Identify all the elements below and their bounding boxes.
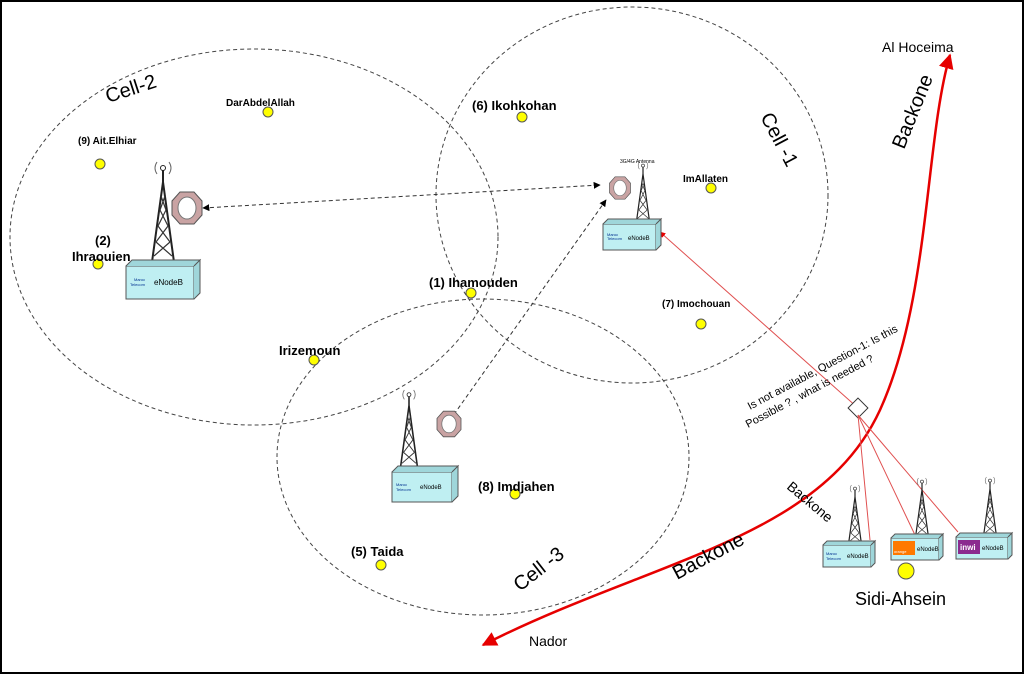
link-cell2-cell1 (202, 181, 601, 212)
sidi-maroc-logo-telecom: Telecom (826, 556, 842, 561)
label-ihraouien: Ihraouien (72, 249, 131, 264)
label-taida: (5) Taida (351, 544, 404, 559)
cell3-enodeb-label: eNodeB (420, 485, 442, 491)
dot-ihraouien (92, 258, 104, 270)
dot-imochouan (695, 318, 707, 330)
village-dots (92, 106, 915, 580)
cell1-base-station: Maroc Telecom eNodeB 3G/4G Antenna (602, 159, 663, 251)
orange-logo (893, 541, 915, 555)
cell1-dish-icon (609, 176, 631, 200)
cell-1-boundary (435, 6, 829, 384)
dot-darabdelallah (262, 106, 274, 118)
label-ihamouden: (1) Ihamouden (429, 275, 518, 290)
label-imdjahen: (8) Imdjahen (478, 479, 555, 494)
cell2-enodeb-label: eNodeB (154, 278, 183, 287)
cell2-logo-maroc: Maroc (134, 277, 145, 282)
backbone-label-small: Backone (784, 478, 836, 525)
place-nador: Nador (529, 633, 567, 649)
sidi-inwi-enodeb: eNodeB (982, 546, 1004, 552)
cell1-logo-maroc: Maroc (607, 232, 618, 237)
inwi-logo (958, 540, 980, 554)
sidi-orange-enodeb: eNodeB (917, 547, 939, 553)
dot-ihamouden (465, 287, 477, 299)
cell1-enodeb-label: eNodeB (628, 236, 650, 242)
cell3-logo-telecom: Telecom (396, 487, 412, 492)
backbone-line (481, 53, 954, 647)
cell3-dish-icon (436, 410, 462, 438)
dot-irizemoun (308, 354, 320, 366)
label-aitelhiar: (9) Ait.Elhiar (78, 136, 137, 147)
cell1-logo-telecom: Telecom (607, 236, 623, 241)
cell3-base-station: Maroc Telecom eNodeB (391, 389, 462, 503)
label-ikohkohan: (6) Ikohkohan (472, 98, 557, 113)
cell-1-label: Cell -1 (756, 109, 803, 170)
cell3-logo-maroc: Maroc (396, 482, 407, 487)
sidi-inwi-station: inwi eNodeB (955, 476, 1014, 560)
inwi-logo-text: inwi (960, 543, 976, 552)
sidi-maroc-enodeb: eNodeB (847, 554, 869, 560)
dot-ikohkohan (516, 111, 528, 123)
label-imochouan: (7) Imochouan (662, 299, 730, 310)
dot-aitelhiar (94, 158, 106, 170)
backbone-label-top: Backone (888, 71, 938, 151)
dot-taida (375, 559, 387, 571)
dot-imallaten (705, 182, 717, 194)
label-darabdelallah: DarAbdelAllah (226, 98, 295, 109)
cell1-antenna-label: 3G/4G Antenna (620, 159, 655, 165)
question-line1: Is not available, Question-1: Is this (746, 323, 901, 413)
dot-sidiahsein (897, 562, 915, 580)
cell2-base-station: Maroc Telecom eNodeB (125, 161, 203, 300)
cell2-dish-icon (171, 191, 203, 225)
place-sidiahsein: Sidi-Ahsein (855, 589, 946, 609)
cell-2-label: Cell-2 (103, 71, 159, 108)
link-cell1-cell3 (449, 199, 607, 421)
cell2-logo-telecom: Telecom (130, 282, 146, 287)
orange-logo-text: orange (894, 549, 907, 554)
label-imallaten: ImAllaten (683, 174, 728, 185)
label-ihraouien-num: (2) (95, 233, 111, 248)
cell-3-label: Cell -3 (510, 543, 569, 596)
dot-imdjahen (509, 488, 521, 500)
hub-node (847, 397, 869, 419)
sidi-maroc-station: Maroc Telecom eNodeB (822, 484, 877, 568)
hub-links (857, 414, 959, 541)
label-irizemoun: Irizemoun (279, 343, 340, 358)
sidi-orange-station: orange eNodeB (890, 477, 945, 561)
sidi-maroc-logo-maroc: Maroc (826, 551, 837, 556)
backbone-label-bottom: Backone (669, 528, 748, 584)
place-alhoceima: Al Hoceima (882, 39, 954, 55)
